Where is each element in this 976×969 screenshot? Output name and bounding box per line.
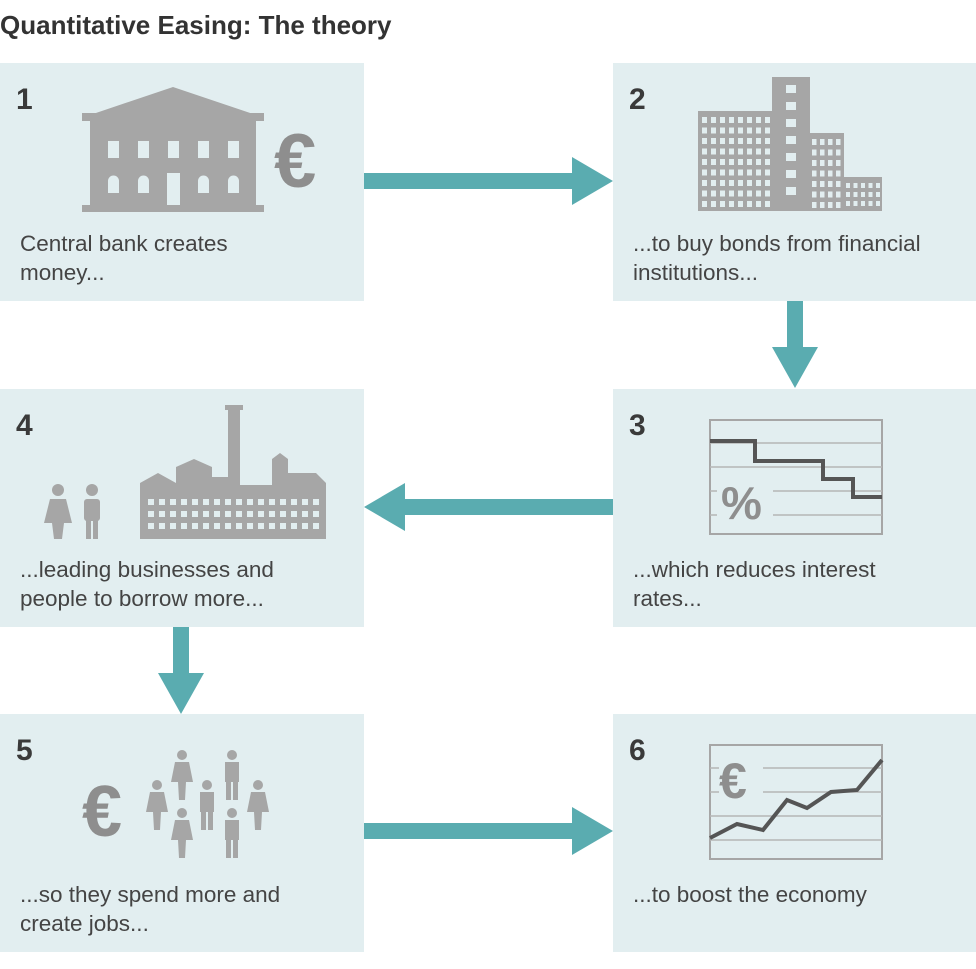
arrow-5-to-6 xyxy=(364,807,613,855)
diagram-title: Quantitative Easing: The theory xyxy=(0,10,392,40)
step-number-5: 5 xyxy=(16,734,33,767)
step-number-2: 2 xyxy=(629,83,646,116)
office-buildings-icon xyxy=(698,77,882,211)
step-box-5: 5 € ...so they spend more and create job… xyxy=(0,714,364,952)
arrow-2-to-3 xyxy=(772,301,818,388)
bank-euro-icon: € xyxy=(82,87,316,212)
step-text-1: Central bank creates money... xyxy=(20,231,228,285)
arrow-4-to-5 xyxy=(158,627,204,714)
people-factory-icon xyxy=(44,405,326,539)
euro-symbol: € xyxy=(719,753,747,809)
step-box-4: 4 ...leading businesses and people to bo… xyxy=(0,389,364,627)
step-box-3: 3 % ...which reduces interest rates... xyxy=(613,389,976,627)
step-text-2: ...to buy bonds from financial instituti… xyxy=(633,231,921,285)
euro-symbol: € xyxy=(274,119,316,204)
euro-crowd-icon: € xyxy=(82,750,269,858)
step-number-6: 6 xyxy=(629,734,646,767)
step-box-1: 1 € Central bank creates money... xyxy=(0,63,364,301)
falling-rate-chart-icon: % xyxy=(709,419,883,535)
rising-euro-chart-icon: € xyxy=(709,744,884,860)
step-number-3: 3 xyxy=(629,409,646,442)
step-box-2: 2 ...to buy bonds from financial institu… xyxy=(613,63,976,301)
step-text-5: ...so they spend more and create jobs... xyxy=(20,882,281,936)
arrow-1-to-2 xyxy=(364,157,613,205)
step-box-6: 6 € ...to boost the economy xyxy=(613,714,976,952)
step-text-6: ...to boost the economy xyxy=(633,882,867,907)
percent-symbol: % xyxy=(721,477,762,529)
step-number-1: 1 xyxy=(16,83,33,116)
step-text-3: ...which reduces interest rates... xyxy=(633,557,876,611)
step-text-4: ...leading businesses and people to borr… xyxy=(20,557,274,611)
arrow-3-to-4 xyxy=(364,483,613,531)
step-number-4: 4 xyxy=(16,409,33,442)
euro-symbol: € xyxy=(82,772,122,852)
